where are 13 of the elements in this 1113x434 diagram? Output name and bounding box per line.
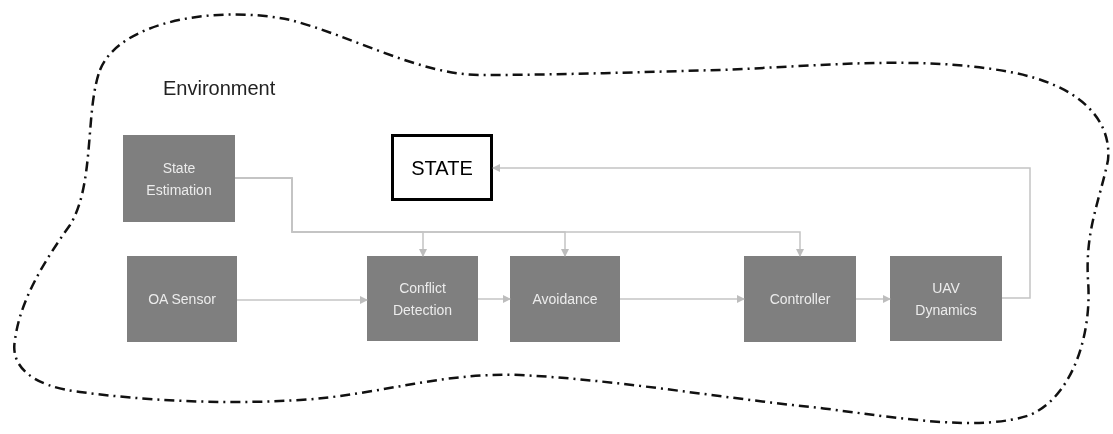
process-block: Controller — [744, 256, 856, 342]
process-block: Conflict Detection — [367, 256, 478, 341]
connector-arrow — [619, 295, 745, 303]
state-box: STATE — [391, 134, 493, 201]
process-block: OA Sensor — [127, 256, 237, 342]
process-block: State Estimation — [123, 135, 235, 222]
process-block: Avoidance — [510, 256, 620, 342]
connector-arrow — [477, 295, 511, 303]
process-block: UAV Dynamics — [890, 256, 1002, 341]
environment-label: Environment — [163, 76, 276, 101]
connector-arrow — [492, 164, 1031, 299]
connector-arrow — [855, 295, 891, 303]
connector-arrow — [236, 296, 368, 304]
